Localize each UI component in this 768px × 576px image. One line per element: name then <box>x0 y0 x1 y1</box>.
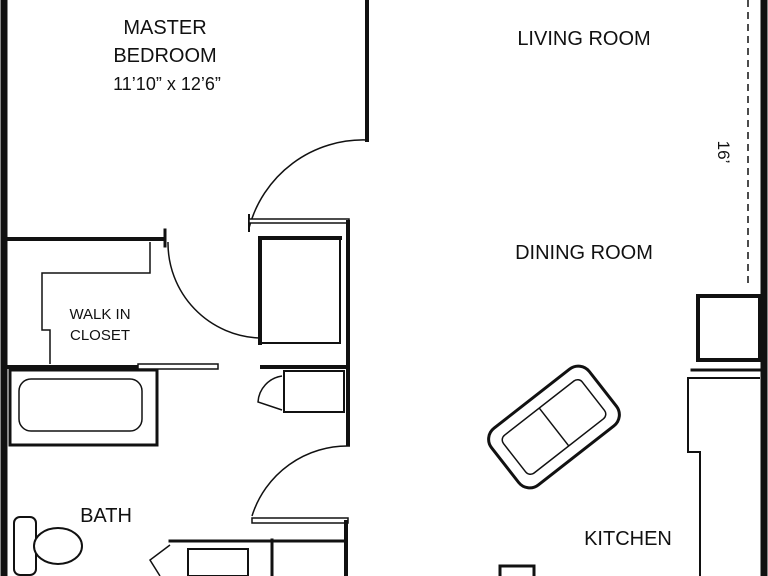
walk-in-closet-label-line2: CLOSET <box>70 327 130 344</box>
master-bedroom-label-line2: BEDROOM <box>113 45 216 67</box>
kitchen-counter <box>687 377 760 576</box>
bedroom-door <box>248 139 368 232</box>
closet-shelf-outline <box>41 242 151 364</box>
living-room-label: LIVING ROOM <box>517 28 650 50</box>
toilet <box>13 516 83 576</box>
hallway-walls <box>248 218 350 446</box>
bathtub-basin <box>18 378 143 432</box>
vanity-door-swing <box>148 544 171 576</box>
walk-in-closet-label-line1: WALK IN <box>69 306 130 323</box>
bath-door <box>148 445 351 576</box>
refrigerator <box>696 294 762 362</box>
linen-closet <box>257 365 348 413</box>
dining-table-top <box>487 364 621 490</box>
bath-label: BATH <box>80 505 132 527</box>
bathtub-surround <box>8 368 159 447</box>
bedroom-door-swing <box>248 139 368 229</box>
pocket-door <box>137 363 219 370</box>
bath-door-swing <box>251 445 351 517</box>
master-bedroom-label-line1: MASTER <box>123 17 206 39</box>
dining-table <box>487 364 621 490</box>
linen-door-swing <box>257 375 283 411</box>
vanity <box>187 548 249 576</box>
dining-table-leaf <box>538 407 570 447</box>
dining-room-label: DINING ROOM <box>515 242 653 264</box>
toilet-bowl <box>33 527 83 565</box>
living-room-length-label: 16’ <box>714 141 733 164</box>
kitchen-label: KITCHEN <box>584 528 672 550</box>
dining-table-inner <box>501 378 607 476</box>
linen-shelf <box>283 370 345 413</box>
kitchen-fixtures <box>498 294 762 576</box>
closet-door-swing <box>167 241 261 339</box>
hall-header-top <box>248 218 350 224</box>
bathtub <box>8 368 159 447</box>
walk-in-closet-walls <box>6 228 261 370</box>
kitchen-island-edge <box>498 564 536 576</box>
master-bedroom-dimensions: 11’10” x 12’6” <box>113 74 221 94</box>
toilet-tank <box>13 516 37 576</box>
bath-header <box>251 517 349 524</box>
